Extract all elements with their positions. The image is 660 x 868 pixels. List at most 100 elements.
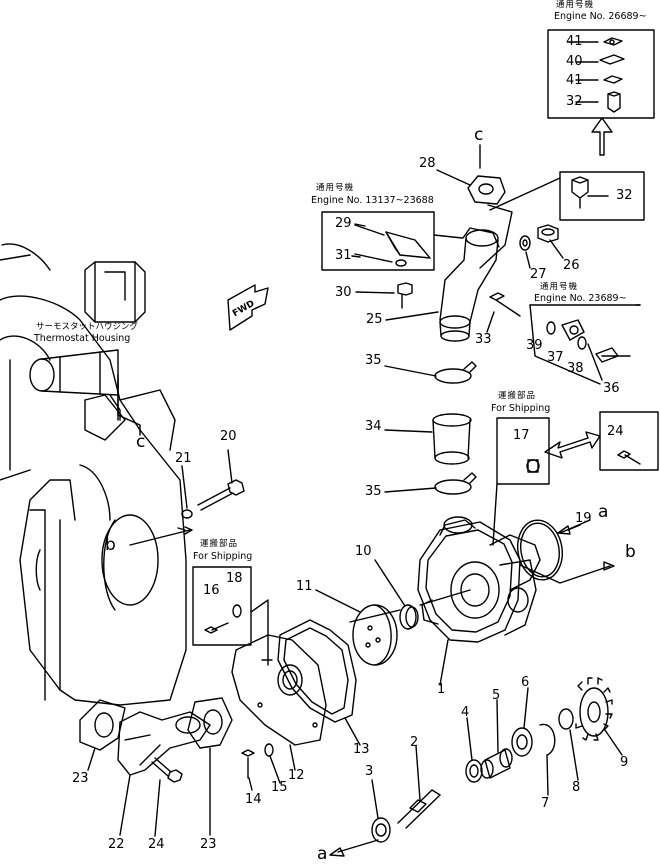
part-18: 18 — [226, 571, 243, 586]
double-arrow — [544, 431, 601, 459]
part-14: 14 — [245, 792, 262, 807]
shipping-box-17 — [496, 417, 550, 485]
part-21: 21 — [175, 451, 192, 466]
part-16: 16 — [203, 583, 220, 598]
part-26: 26 — [563, 258, 580, 273]
leader-36 — [529, 304, 641, 385]
part-41-top: 41 — [566, 34, 583, 49]
part-39: 39 — [526, 338, 543, 353]
ref-line-a-bottom — [337, 839, 379, 853]
part-20: 20 — [220, 429, 237, 444]
applicability-jp-right: 通用号機 — [540, 282, 579, 292]
part-32-right: 32 — [616, 188, 633, 203]
part-31: 31 — [335, 248, 352, 263]
applicability-jp-top: 通用号機 — [556, 0, 595, 10]
box-24-right — [599, 411, 659, 471]
part-35-bottom: 35 — [365, 484, 382, 499]
part-38: 38 — [567, 361, 584, 376]
part-25: 25 — [366, 312, 383, 327]
shipping-box-16-18 — [192, 566, 252, 646]
part-19: 19 — [575, 511, 592, 526]
shipping-jp-left: 運搬部品 — [200, 539, 239, 549]
right-parts-group — [529, 304, 641, 363]
thermostat-en: Thermostat Housing — [34, 333, 131, 344]
ref-line-b-left-arrow — [184, 526, 193, 535]
part-13: 13 — [353, 742, 370, 757]
part-5: 5 — [492, 688, 501, 703]
part-23-right: 23 — [200, 837, 217, 852]
part-33: 33 — [475, 332, 492, 347]
bolt-20 — [181, 479, 245, 519]
part-40: 40 — [566, 54, 583, 69]
fwd-arrow — [227, 284, 269, 331]
drive-gear — [575, 677, 613, 741]
part-8: 8 — [572, 780, 581, 795]
applicability-jp-mid: 通用号機 — [316, 183, 355, 193]
part-15: 15 — [271, 780, 288, 795]
thermostat-housing — [29, 261, 146, 441]
up-arrow — [591, 117, 613, 156]
leader-shipping-16 — [250, 599, 269, 666]
ref-line-b-left — [129, 529, 191, 546]
engine-no-right: Engine No. 23689~ — [534, 293, 627, 304]
part-35-top: 35 — [365, 353, 382, 368]
right-bolt-box — [559, 171, 645, 221]
leader-box-32 — [489, 177, 561, 211]
part-3: 3 — [365, 764, 374, 779]
ref-arrow-b-right — [603, 561, 615, 571]
elbow-pipe — [117, 711, 211, 776]
part-2: 2 — [410, 735, 419, 750]
bolt-14 — [241, 743, 274, 779]
shaft-axis-line — [349, 589, 471, 623]
gasket-23-right — [187, 697, 233, 749]
thermostat-jp: サーモスタットハウジング — [36, 322, 139, 332]
part-22: 22 — [108, 837, 125, 852]
part-9: 9 — [620, 755, 629, 770]
part-30: 30 — [335, 285, 352, 300]
part-1: 1 — [437, 682, 446, 697]
mid-parts-box — [321, 211, 435, 271]
water-outlet-pipe — [439, 175, 513, 342]
engine-block — [0, 243, 187, 706]
small-parts-outlet — [397, 224, 559, 317]
part-6: 6 — [521, 675, 530, 690]
gasket-23-left — [79, 699, 126, 751]
ref-a-bottom: a — [317, 844, 328, 864]
shaft-assembly — [371, 708, 574, 843]
part-24-right: 24 — [607, 424, 624, 439]
ref-line-c-left — [117, 379, 141, 436]
part-17: 17 — [513, 428, 530, 443]
leader-17 — [492, 483, 498, 546]
part-37: 37 — [547, 350, 564, 365]
ref-line-b-left2 — [177, 527, 186, 531]
engine-no-top: Engine No. 26689~ — [554, 11, 647, 22]
part-11: 11 — [296, 579, 313, 594]
ref-b-left: b — [105, 535, 116, 555]
leader-box-mid — [433, 234, 463, 239]
part-36: 36 — [603, 381, 620, 396]
part-12: 12 — [288, 768, 305, 783]
shipping-jp-right: 運搬部品 — [498, 391, 537, 401]
water-pump-body — [417, 516, 541, 643]
ref-line-b-right — [519, 564, 611, 584]
part-23-left: 23 — [72, 771, 89, 786]
impeller — [352, 604, 398, 666]
hose-and-clamps — [432, 361, 477, 495]
gasket — [277, 619, 357, 723]
part-29: 29 — [335, 216, 352, 231]
part-34: 34 — [365, 419, 382, 434]
part-4: 4 — [461, 705, 470, 720]
part-28: 28 — [419, 156, 436, 171]
cover-plate — [231, 634, 327, 746]
part-10: 10 — [355, 544, 372, 559]
part-24-bottom: 24 — [148, 837, 165, 852]
ref-a-right: a — [598, 502, 609, 522]
seal — [399, 604, 419, 630]
ref-arrow-a-bottom — [329, 847, 345, 857]
part-41-bottom: 41 — [566, 73, 583, 88]
top-parts-box — [547, 29, 655, 119]
engine-no-mid: Engine No. 13137~23688 — [311, 195, 434, 206]
shipping-en-left: For Shipping — [193, 551, 253, 562]
part-27: 27 — [530, 267, 547, 282]
ref-b-right: b — [625, 542, 636, 562]
